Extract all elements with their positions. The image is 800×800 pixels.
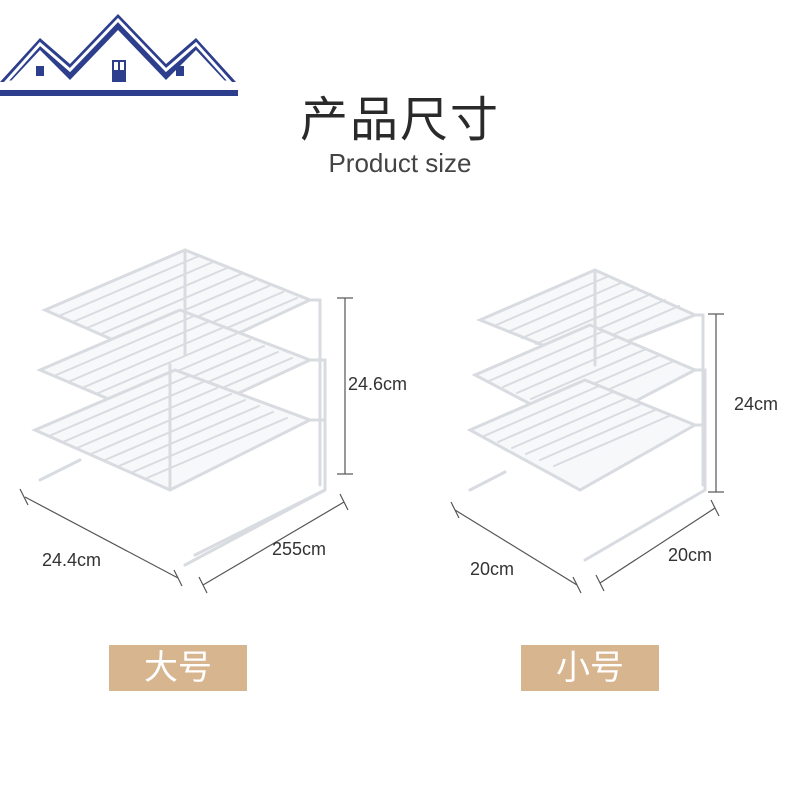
house-roofs-logo-icon [0,14,238,96]
small-height-label: 24cm [734,394,779,414]
large-shelf-rack-illustration [31,248,327,567]
page-subtitle: Product size [328,148,472,178]
page-title: 产品尺寸 [299,92,500,148]
large-height-label: 24.6cm [348,374,408,394]
large-depth-label: 24.4cm [42,550,102,570]
small-depth-label: 20cm [470,559,515,579]
small-size-badge: 小号 [521,645,659,691]
large-width-label: 255cm [272,539,327,559]
small-width-label: 20cm [668,545,713,565]
large-size-badge: 大号 [109,645,247,691]
small-shelf-rack-illustration [466,268,707,562]
